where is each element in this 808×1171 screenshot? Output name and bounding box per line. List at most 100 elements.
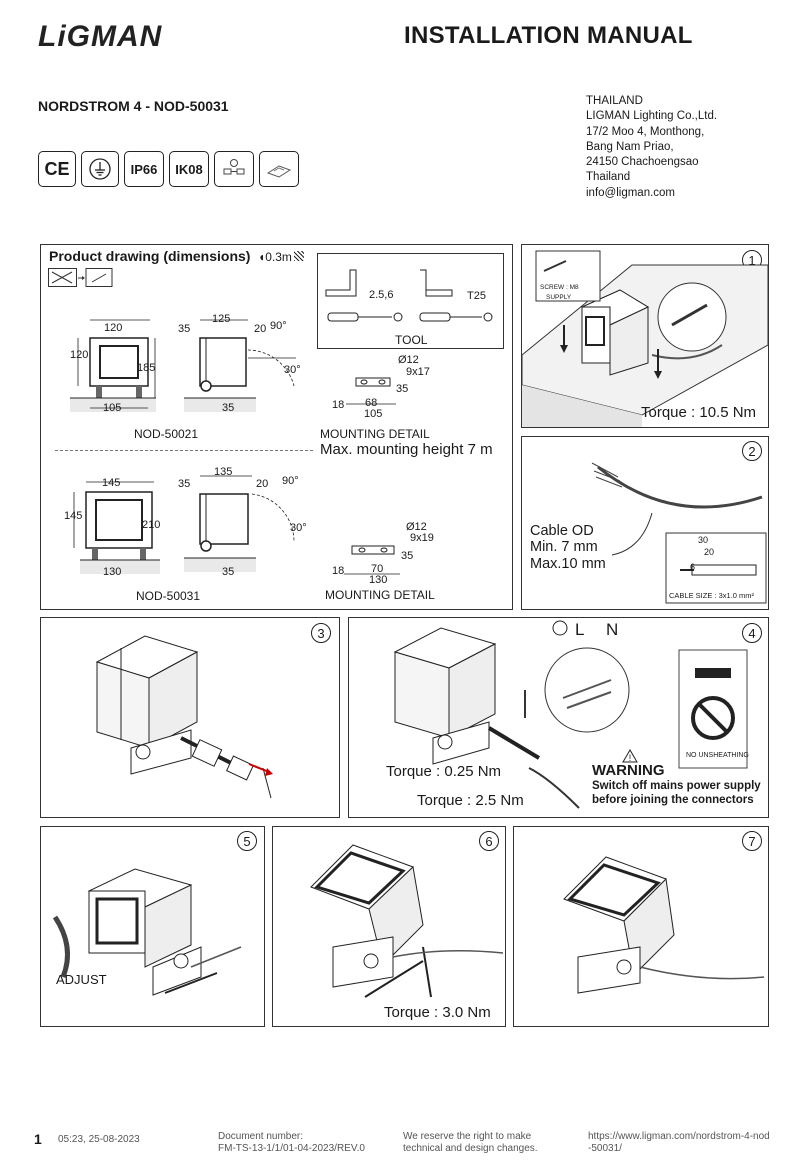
drawing-heading: Product drawing (dimensions) (49, 248, 251, 264)
dim-b-side-left: 35 (178, 478, 191, 490)
tool-torx-size: T25 (467, 290, 486, 302)
mounting-detail-a-drawing (346, 377, 396, 405)
separator (55, 450, 313, 451)
address-line: 24150 Chachoengsao (586, 156, 699, 169)
ligman-logo: LiGMAN (38, 20, 163, 53)
dim-b-side-base: 35 (222, 566, 235, 578)
dim-a-side-base: 35 (222, 402, 235, 414)
ce-mark-icon: CE (38, 151, 76, 187)
product-drawing-panel (40, 244, 513, 610)
mount-a-slot: 9x17 (406, 366, 430, 378)
dim-a-angle-30: 30° (284, 364, 301, 376)
nod-50031-side-drawing (184, 475, 295, 572)
cable-od-label: Cable OD (530, 523, 594, 539)
step-4-illustration: ! (393, 620, 748, 809)
mount-a-hole: Ø12 (398, 354, 419, 366)
footer-url[interactable]: https://www.ligman.com/nordstrom-4-nod -… (588, 1131, 770, 1155)
reserve-line-2: technical and design changes. (403, 1143, 538, 1154)
dim-b-total-height: 210 (142, 519, 161, 531)
docnum-label: Document number: (218, 1131, 304, 1142)
step-1-illustration (522, 250, 768, 427)
dim-a-height: 120 (70, 349, 89, 361)
hatch-icon (293, 251, 304, 261)
wire-label-l: L (575, 620, 585, 639)
step-3-number: 3 (311, 623, 331, 643)
screw-label: SCREW : M8 (540, 284, 579, 291)
step-4-torque-2: Torque : 2.5 Nm (417, 792, 524, 809)
url-line-1[interactable]: https://www.ligman.com/nordstrom-4-nod (588, 1131, 770, 1142)
dim-a-side-depth: 125 (212, 313, 231, 325)
nod-50021-front-drawing (70, 319, 156, 412)
tool-hex-size: 2.5,6 (369, 289, 394, 301)
wind-area-label: ◖0.3m (258, 250, 304, 264)
earth-class-icon (81, 151, 119, 187)
ip66-badge: IP66 (124, 151, 164, 187)
surface-mount-icon (259, 151, 299, 187)
step-6-panel (272, 826, 506, 1027)
dim-b-width: 145 (102, 477, 121, 489)
step-6-torque: Torque : 3.0 Nm (384, 1004, 491, 1021)
strip-length-30: 30 (698, 535, 709, 545)
step-4-number: 4 (742, 623, 762, 643)
dim-b-angle-90: 90° (282, 475, 299, 487)
step-7-illustration (563, 856, 765, 994)
wind-icon: ◖ (258, 250, 266, 264)
cable-od-min: Min. 7 mm (530, 539, 598, 555)
address-line: THAILAND (586, 95, 643, 107)
mounting-detail-b-drawing (344, 545, 400, 575)
mount-a-left: 18 (332, 399, 345, 411)
dim-a-angle-90: 90° (270, 320, 287, 332)
tool-box (317, 253, 504, 349)
warning-line-2: before joining the connectors (592, 794, 754, 806)
tool-label: TOOL (395, 333, 428, 347)
svg-text:!: ! (629, 753, 632, 763)
dim-a-side-right: 20 (254, 323, 267, 335)
dim-b-angle-30: 30° (290, 522, 307, 534)
step-5-number: 5 (237, 831, 257, 851)
footer-date: 05:23, 25-08-2023 (58, 1134, 140, 1145)
dim-a-width: 120 (104, 322, 123, 334)
footer-document-number: Document number: FM-TS-13-1/1/01-04-2023… (218, 1131, 365, 1155)
strip-length-6: 6 (690, 562, 696, 572)
company-address: THAILAND LIGMAN Lighting Co.,Ltd. 17/2 M… (586, 94, 717, 201)
cable-size-label: CABLE SIZE : 3x1.0 mm² (669, 591, 755, 600)
mount-b-height: 35 (401, 550, 414, 562)
dim-b-height: 145 (64, 510, 83, 522)
model-a-label: NOD-50021 (134, 427, 199, 441)
address-line: 17/2 Moo 4, Monthong, (586, 125, 705, 138)
step-7-number: 7 (742, 831, 762, 851)
email-link[interactable]: info@ligman.com (586, 186, 676, 199)
step-2-panel (521, 436, 769, 610)
step-1-torque: Torque : 10.5 Nm (641, 404, 757, 421)
max-mounting-height: Max. mounting height 7 m (320, 441, 493, 458)
ik08-badge: IK08 (169, 151, 209, 187)
nod-50031-front-drawing (73, 481, 160, 574)
nod-50021-side-drawing (184, 319, 296, 412)
mount-a-width: 105 (364, 408, 383, 420)
step-3-panel (40, 617, 340, 818)
no-unsheathing-label: NO UNSHEATHING (686, 752, 749, 759)
address-line: LIGMAN Lighting Co.,Ltd. (586, 110, 718, 123)
step-6-number: 6 (479, 831, 499, 851)
url-line-2[interactable]: -50031/ (588, 1143, 622, 1154)
wire-label-n: N (606, 620, 619, 639)
mount-b-width: 130 (369, 574, 388, 586)
page-number: 1 (34, 1131, 42, 1147)
warning-line-1: Switch off mains power supply (592, 780, 761, 792)
dim-b-base: 130 (103, 566, 122, 578)
address-line: Thailand (586, 171, 631, 184)
wind-area-value: 0.3m (265, 250, 292, 264)
mount-a-spacing: 68 (365, 397, 378, 409)
step-1-panel (521, 244, 769, 428)
mount-b-spacing: 70 (371, 563, 384, 575)
cable-od-max: Max.10 mm (530, 556, 606, 572)
supply-label: SUPPLY (546, 294, 572, 301)
dim-a-total-height: 185 (137, 362, 156, 374)
tool-drawings (325, 269, 493, 322)
mounting-type-icons (48, 268, 113, 287)
mount-a-height: 35 (396, 383, 409, 395)
mount-b-hole: Ø12 (406, 521, 427, 533)
docnum-value: FM-TS-13-1/1/01-04-2023/REV.0 (218, 1143, 365, 1154)
driver-symbol-icon (214, 151, 254, 187)
step-4-torque-1: Torque : 0.25 Nm (386, 763, 502, 780)
